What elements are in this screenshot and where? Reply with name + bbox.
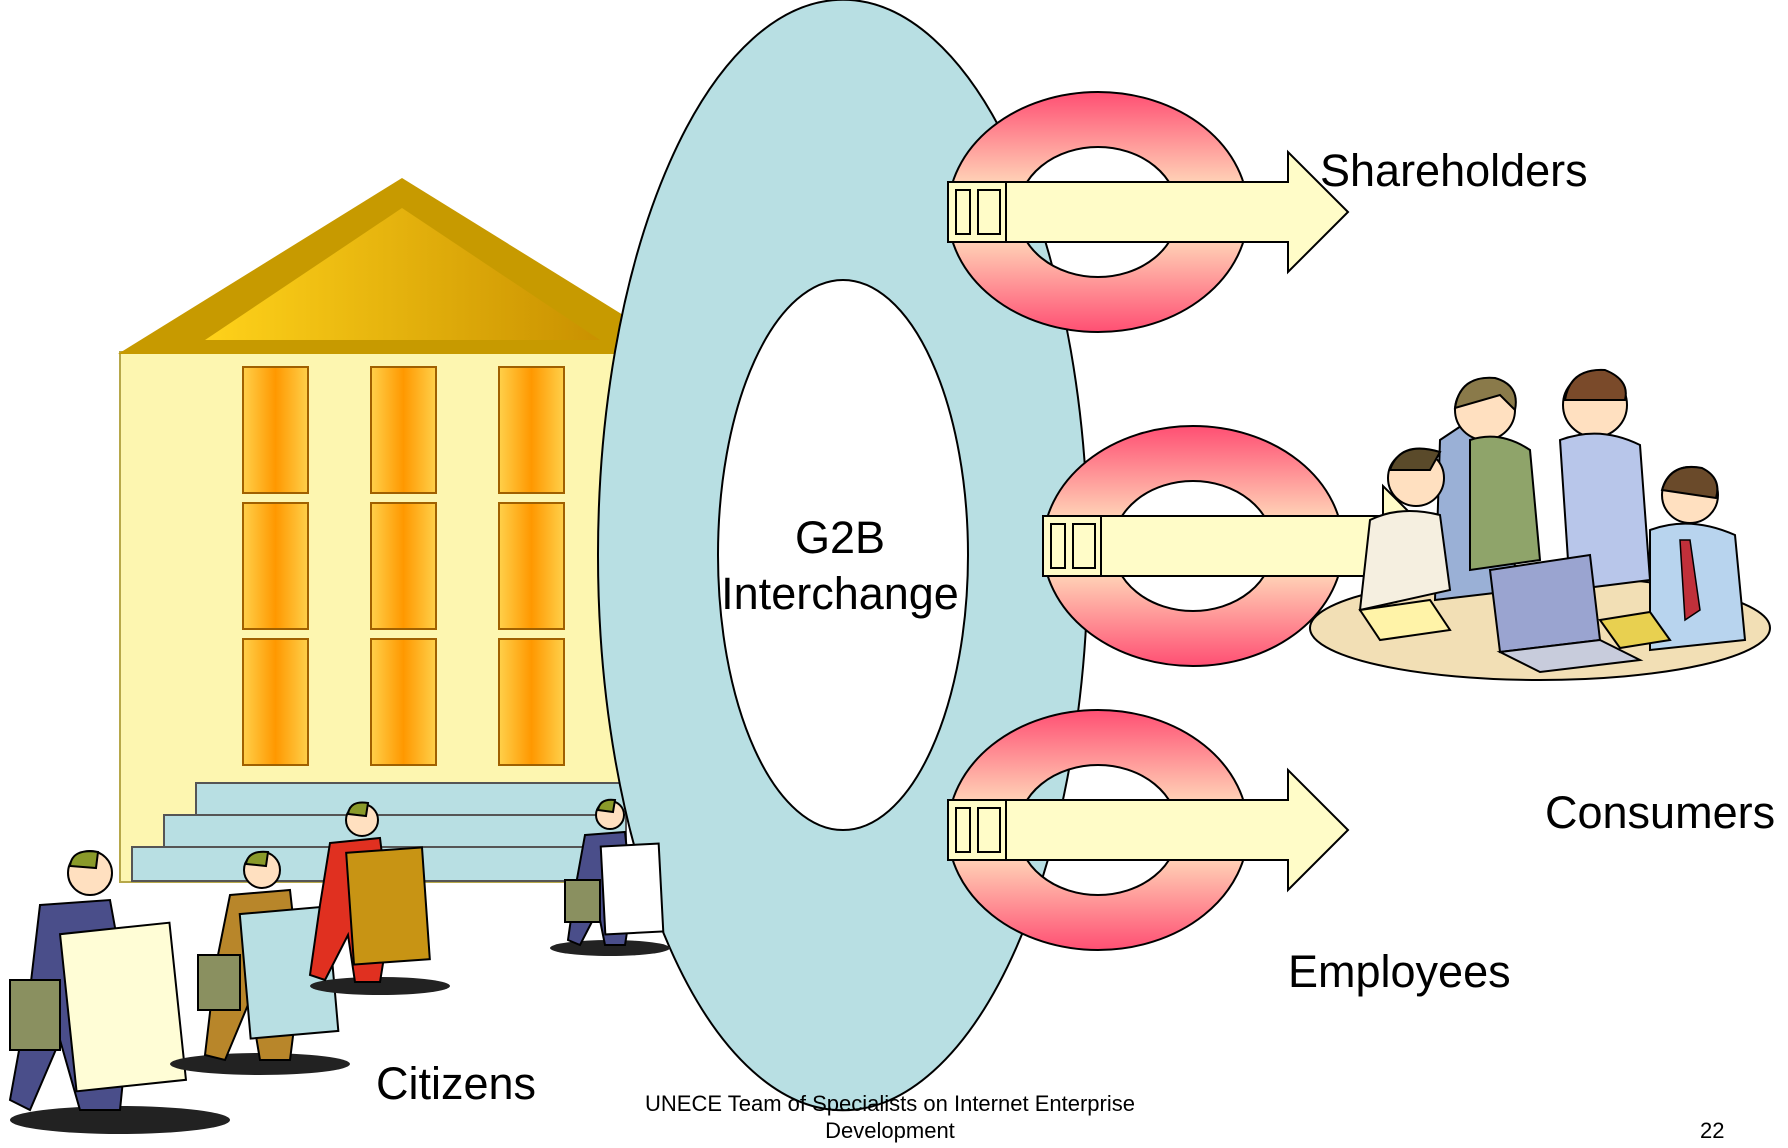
consumers-label: Consumers — [1545, 787, 1776, 838]
center-label-line1: G2B — [794, 512, 886, 563]
circular-arrow-icon — [947, 709, 1349, 951]
footer-line2: Development — [825, 1118, 955, 1143]
footer-line1: UNECE Team of Specialists on Internet En… — [645, 1091, 1135, 1116]
citizen-figure-icon — [8, 850, 230, 1134]
citizen-figure-icon — [308, 801, 450, 995]
shareholders-label: Shareholders — [1320, 145, 1588, 196]
g2b-interchange-label: G2B Interchange — [700, 510, 980, 622]
citizen-figure-icon — [550, 798, 670, 956]
government-building-icon — [118, 178, 686, 883]
citizens-label: Citizens — [376, 1058, 537, 1109]
center-label-line2: Interchange — [721, 568, 959, 619]
employees-label: Employees — [1288, 946, 1511, 997]
page-number: 22 — [1700, 1118, 1725, 1143]
citizen-figure-icon — [170, 850, 350, 1075]
footer-text: UNECE Team of Specialists on Internet En… — [590, 1090, 1190, 1144]
circular-arrow-icon — [947, 91, 1349, 333]
business-team-icon — [1309, 368, 1771, 681]
